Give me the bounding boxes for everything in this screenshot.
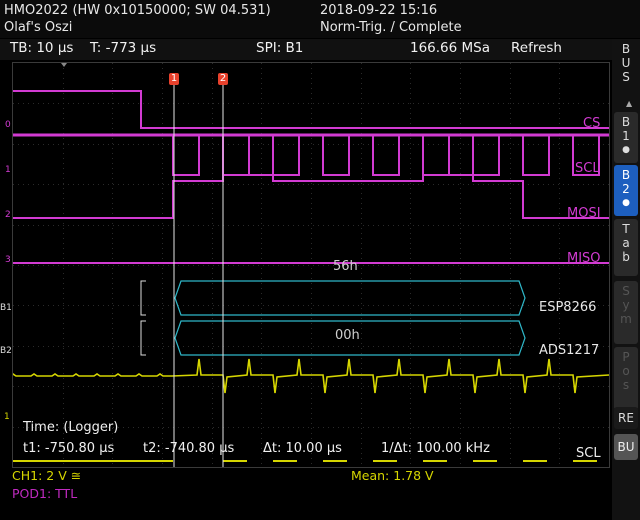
d2-ref: 2	[5, 210, 11, 220]
d0-ref: 0	[5, 120, 11, 130]
samplerate-readout: 166.66 MSa	[410, 40, 491, 56]
device-name: Olaf's Oszi	[4, 20, 73, 35]
b1-ref: B1	[0, 303, 12, 313]
acquisition-toolbar: TB: 10 µs T: -773 µs SPI: B1 166.66 MSa …	[0, 39, 612, 60]
re-button[interactable]: RE	[614, 407, 638, 429]
mosi-label: MOSI	[567, 206, 601, 221]
status-header: HMO2022 (HW 0x10150000; SW 04.531) Olaf'…	[0, 0, 640, 38]
cursor-2-marker[interactable]: 2	[218, 73, 228, 85]
d3-ref: 3	[5, 255, 11, 265]
pod1-settings[interactable]: POD1: TTL	[12, 486, 78, 501]
cursor-1-marker[interactable]: 1	[169, 73, 179, 85]
timebase-readout[interactable]: TB: 10 µs	[10, 40, 74, 56]
cs-trace	[13, 90, 609, 129]
trigger-time-readout[interactable]: T: -773 µs	[90, 40, 157, 56]
ch1-ref: 1	[4, 412, 10, 422]
bus2-decode-frame	[174, 320, 526, 356]
miso-label: MISO	[567, 251, 601, 266]
trigger-status: Norm-Trig. / Complete	[320, 20, 462, 35]
bus1-bracket	[140, 280, 146, 316]
bus2-name: ADS1217	[539, 343, 600, 358]
ch1-analog-trace	[13, 358, 609, 394]
trace-layer	[13, 63, 609, 467]
bus2-bracket	[140, 320, 146, 356]
waveform-graticule	[13, 63, 609, 467]
device-info: HMO2022 (HW 0x10150000; SW 04.531)	[4, 3, 271, 18]
datetime: 2018-09-22 15:16	[320, 3, 438, 18]
bus1-value: 56h	[333, 259, 358, 274]
trigger-position-marker	[61, 63, 67, 67]
bus1-name: ESP8266	[539, 300, 597, 315]
bu-button[interactable]: BU	[614, 434, 638, 460]
waveform-display[interactable]: CS SCL MOSI MISO ESP8266 ADS1217 56h 00h…	[12, 62, 610, 468]
cs-label: CS	[583, 116, 601, 131]
meas-title: Time: (Logger)	[23, 420, 119, 435]
b2-ref: B2	[0, 346, 12, 356]
ch1-scl-label: SCL	[576, 446, 601, 461]
meas-t1: t1: -750.80 µs	[23, 441, 115, 456]
scroll-up-icon[interactable]: ▲	[626, 99, 633, 108]
bus1-decode-frame	[174, 280, 526, 316]
meas-t2: t2: -740.80 µs	[143, 441, 235, 456]
refresh-mode[interactable]: Refresh	[511, 40, 562, 56]
meas-inv-dt: 1/Δt: 100.00 kHz	[381, 441, 490, 456]
mosi-trace	[13, 174, 609, 219]
meas-dt: Δt: 10.00 µs	[263, 441, 342, 456]
d1-ref: 1	[5, 165, 11, 175]
mean-measurement: Mean: 1.78 V	[351, 468, 434, 483]
ch1-settings[interactable]: CH1: 2 V ≅	[12, 468, 82, 483]
scl-label: SCL	[575, 161, 600, 176]
spi-source-readout[interactable]: SPI: B1	[256, 40, 304, 56]
bus2-value: 00h	[335, 328, 360, 343]
scl-trace	[13, 134, 600, 176]
